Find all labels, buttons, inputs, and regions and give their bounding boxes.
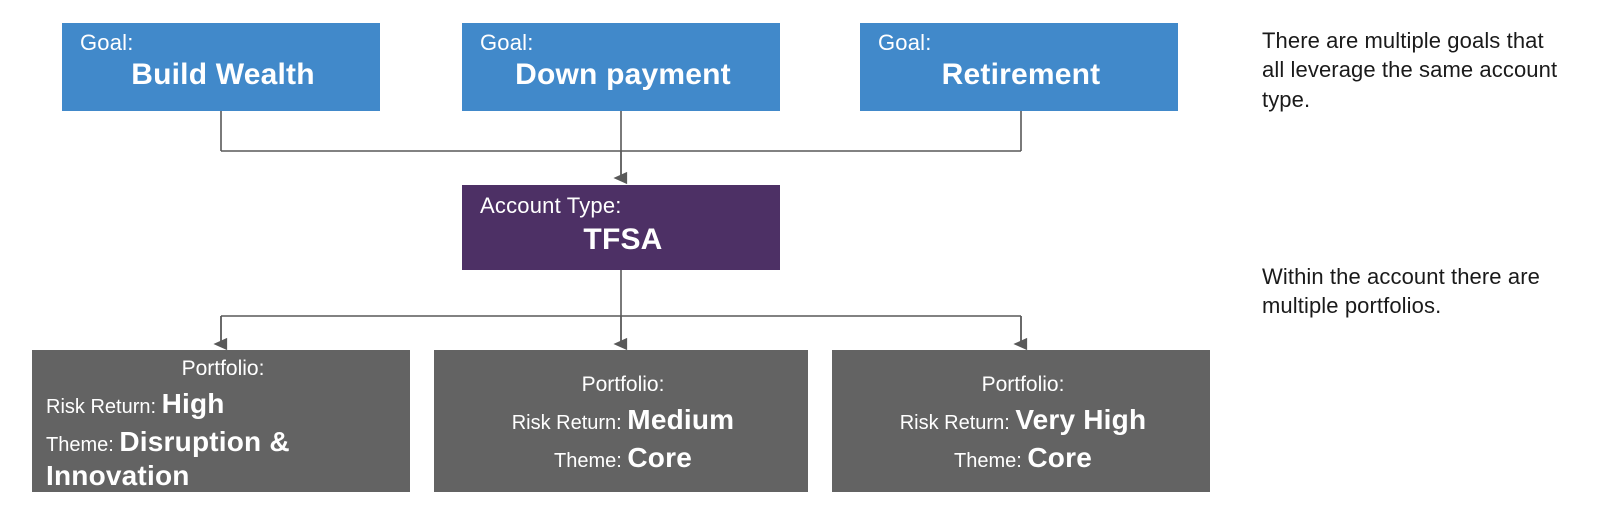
portfolio-title-label: Portfolio: (581, 373, 665, 396)
goal-box-down-payment[interactable]: Goal: Down payment (462, 23, 780, 111)
goal-prefix-label: Goal: (80, 30, 134, 55)
portfolio-title-label: Portfolio: (181, 357, 265, 380)
portfolio-risk-return-label: Risk Return: (899, 412, 1010, 434)
goal-name-label: Retirement (941, 58, 1101, 91)
portfolio-theme-row: Theme: Core (448, 441, 798, 475)
account-type-box-tfsa[interactable]: Account Type: TFSA (462, 185, 780, 270)
portfolio-title-label: Portfolio: (981, 373, 1065, 396)
portfolio-risk-return-label: Risk Return: (511, 412, 622, 434)
account-to-portfolios-connectors (221, 270, 1021, 317)
portfolio-risk-return-row: Risk Return: Very High (846, 403, 1200, 437)
goals-to-account-connectors (220, 110, 1022, 152)
portfolio-theme-value: Core (627, 442, 692, 474)
portfolio-box-high-disruption-innovation[interactable]: Portfolio: Risk Return: High Theme: Disr… (32, 350, 410, 492)
portfolio-risk-return-row: Risk Return: Medium (448, 403, 798, 437)
goal-prefix-label: Goal: (878, 30, 932, 55)
account-type-prefix-label: Account Type: (480, 193, 622, 218)
portfolio-risk-return-row: Risk Return: High (46, 387, 400, 421)
portfolio-risk-return-label: Risk Return: (46, 396, 157, 418)
portfolio-theme-value: Core (1027, 442, 1092, 474)
portfolio-theme-label: Theme: (46, 434, 114, 457)
annotation-goals-note: There are multiple goals that all levera… (1262, 28, 1558, 112)
portfolio-theme-label: Theme: (954, 450, 1022, 473)
portfolio-theme-row: Theme: Core (846, 441, 1200, 475)
annotation-portfolios-note: Within the account there are multiple po… (1262, 264, 1540, 319)
goal-box-build-wealth[interactable]: Goal: Build Wealth (62, 23, 380, 111)
portfolio-risk-return-value: Medium (627, 404, 735, 435)
portfolio-box-medium-core[interactable]: Portfolio: Risk Return: Medium Theme: Co… (434, 350, 808, 492)
goal-name-label: Build Wealth (131, 58, 315, 91)
account-type-name-label: TFSA (583, 223, 663, 256)
goal-name-label: Down payment (515, 58, 731, 91)
portfolio-risk-return-value: High (161, 388, 225, 419)
portfolio-theme-row: Theme: Disruption & Innovation (46, 425, 400, 493)
portfolio-theme-value: Disruption & Innovation (46, 426, 290, 492)
portfolio-theme-label: Theme: (554, 450, 622, 473)
portfolio-risk-return-value: Very High (1015, 404, 1147, 435)
goal-box-retirement[interactable]: Goal: Retirement (860, 23, 1178, 111)
portfolio-box-very-high-core[interactable]: Portfolio: Risk Return: Very High Theme:… (832, 350, 1210, 492)
goal-prefix-label: Goal: (480, 30, 534, 55)
